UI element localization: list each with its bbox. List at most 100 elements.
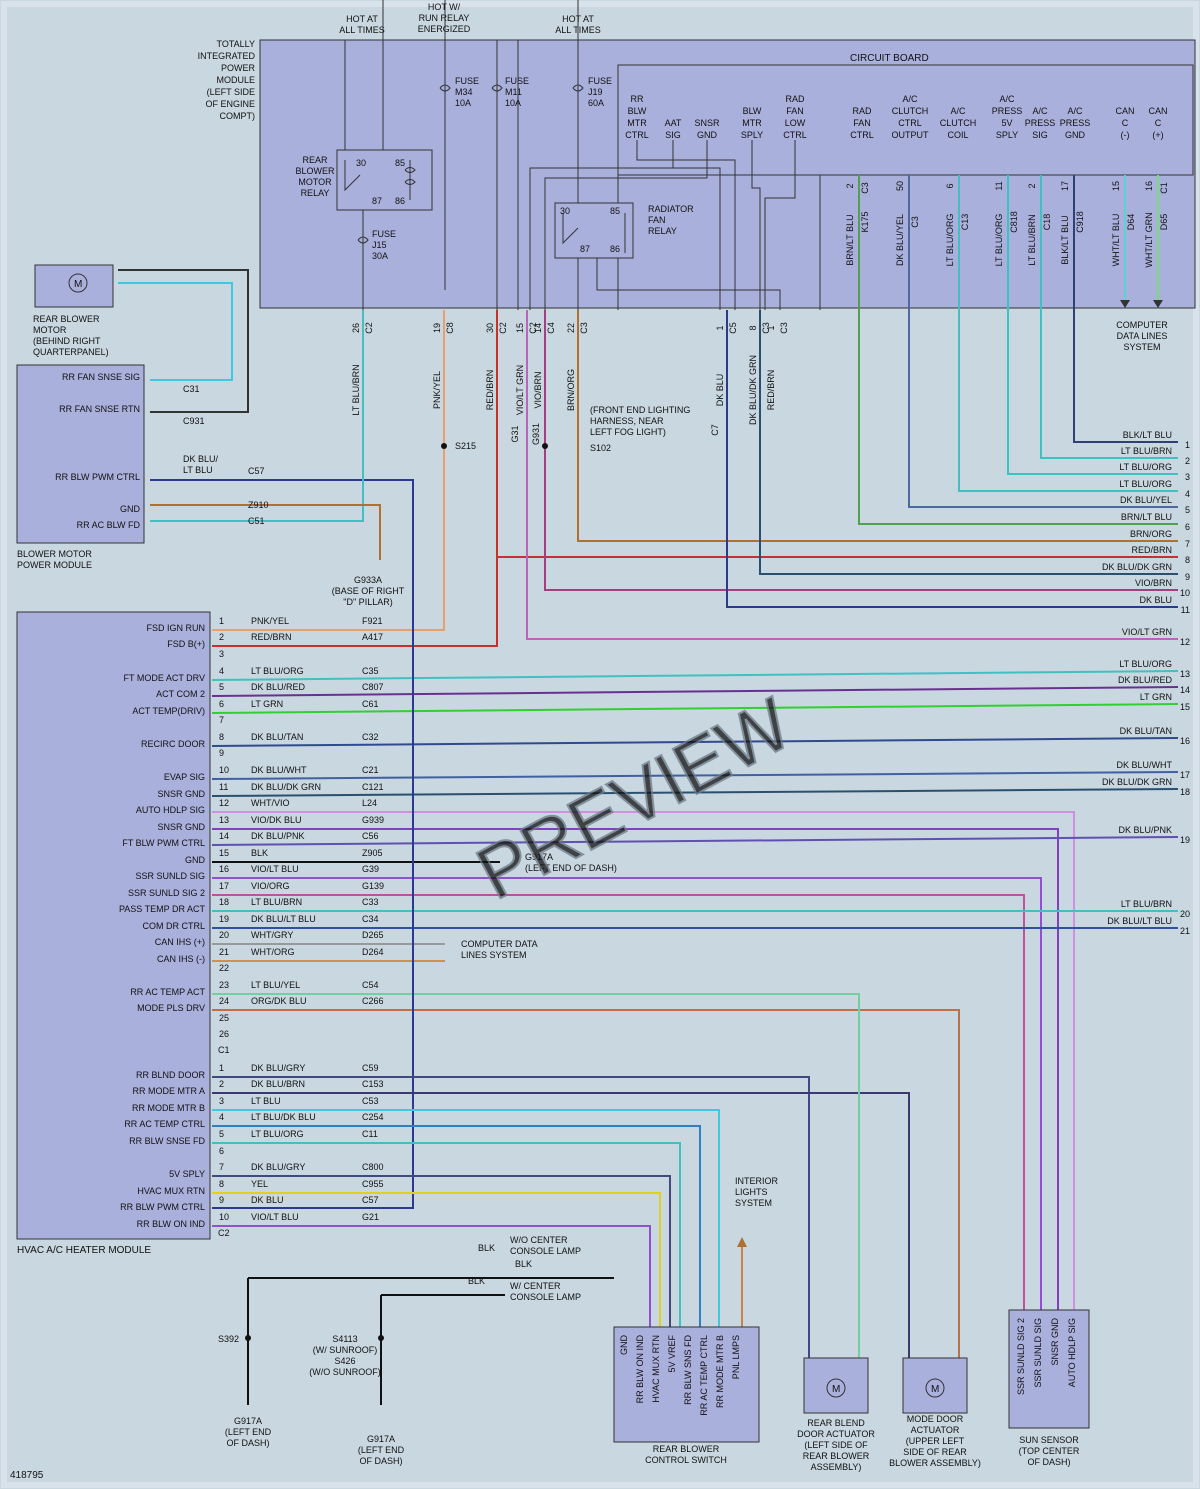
c1-pin-number: 18 bbox=[219, 897, 229, 907]
circuit-board-pin-label: BLW bbox=[628, 106, 647, 116]
circuit-board-pin-label: CTRL bbox=[783, 130, 807, 140]
actuator-label: ACTUATOR bbox=[911, 1425, 960, 1435]
c2-circuit-id: C153 bbox=[362, 1079, 384, 1089]
c1-pin-number: 14 bbox=[219, 831, 229, 841]
interior-lights-label: LIGHTS bbox=[735, 1187, 768, 1197]
circuit-board-pin-label: MTR bbox=[627, 118, 647, 128]
svg-text:30: 30 bbox=[356, 158, 366, 168]
harness-location-label: HARNESS, NEAR bbox=[590, 416, 664, 426]
c2-pin-number: 5 bbox=[219, 1129, 224, 1139]
c1-pin-number: 10 bbox=[219, 765, 229, 775]
circuit-board-pin-label: A/C bbox=[950, 106, 966, 116]
svg-text:M: M bbox=[931, 1384, 939, 1395]
svg-text:87: 87 bbox=[580, 244, 590, 254]
right-terminal-label: DK BLU/DK GRN bbox=[1102, 562, 1172, 572]
c1-pin-function: RECIRC DOOR bbox=[141, 739, 206, 749]
circuit-board-pin-label: FAN bbox=[786, 106, 804, 116]
c1-wire bbox=[211, 771, 1179, 780]
right-terminal-label: DK BLU/DK GRN bbox=[1102, 777, 1172, 787]
blower-module-label: POWER MODULE bbox=[17, 560, 92, 570]
connector-id: C2 bbox=[218, 1228, 230, 1238]
hot-at-all-times-label: HOT AT bbox=[346, 14, 378, 24]
fuse-label: M11 bbox=[505, 87, 522, 97]
sun-sensor-label: SUN SENSOR bbox=[1019, 1435, 1079, 1445]
ground-label: (BASE OF RIGHT bbox=[332, 586, 405, 596]
right-terminal-number: 9 bbox=[1185, 572, 1190, 582]
circuit-id: C7 bbox=[710, 424, 720, 436]
connector-pin-number: 2 bbox=[1027, 183, 1037, 188]
circuit-id: C31 bbox=[183, 384, 200, 394]
splice-label: S426 bbox=[334, 1356, 355, 1366]
circuit-board-pin-label: C bbox=[1122, 118, 1129, 128]
c1-circuit-id: C121 bbox=[362, 782, 384, 792]
c2-pin-function: 5V SPLY bbox=[169, 1169, 205, 1179]
c1-pin-function: RR AC TEMP ACT bbox=[130, 987, 205, 997]
computer-data-label: COMPUTER DATA bbox=[461, 939, 538, 949]
console-lamp-label: W/O CENTER bbox=[510, 1235, 568, 1245]
connector-pin-number: 1 bbox=[766, 325, 776, 330]
right-terminal-number: 4 bbox=[1185, 489, 1190, 499]
c2-circuit-id: G21 bbox=[362, 1212, 379, 1222]
right-terminal-number: 6 bbox=[1185, 522, 1190, 532]
rr-fan-sig-wire bbox=[118, 282, 233, 381]
tipm-label: (LEFT SIDE bbox=[207, 87, 255, 97]
dk-blu-trunk bbox=[150, 479, 414, 1209]
svg-text:M: M bbox=[832, 1384, 840, 1395]
wire-color-label: LT BLU/BRN bbox=[351, 364, 361, 415]
c1-pin-function: FSD B(+) bbox=[167, 639, 205, 649]
c1-circuit-id: C61 bbox=[362, 699, 379, 709]
motor-icon bbox=[925, 1378, 945, 1398]
c1-wire bbox=[211, 703, 1179, 714]
right-terminal-number: 17 bbox=[1180, 770, 1190, 780]
connector-pin-number: 26 bbox=[351, 323, 361, 333]
circuit-board-pin-label: GND bbox=[1065, 130, 1086, 140]
circuit-id: C931 bbox=[183, 416, 205, 426]
c2-wire bbox=[212, 1192, 661, 1327]
c1-pin-number: 23 bbox=[219, 980, 229, 990]
c2-wire bbox=[212, 1225, 651, 1327]
right-terminal-wire bbox=[1073, 310, 1178, 443]
circuit-id: G31 bbox=[510, 425, 520, 442]
right-terminal-label: DK BLU/TAN bbox=[1120, 726, 1172, 736]
circuit-board-pin-label: A/C bbox=[1032, 106, 1048, 116]
wire-color-label: RED/BRN bbox=[766, 370, 776, 411]
right-terminal-label: DK BLU bbox=[1139, 595, 1172, 605]
ground-label: OF DASH) bbox=[226, 1438, 269, 1448]
right-terminal-number: 16 bbox=[1180, 736, 1190, 746]
c1-circuit-id: L24 bbox=[362, 798, 377, 808]
c1-pin-number: 25 bbox=[219, 1013, 229, 1023]
fuse-label: J15 bbox=[372, 240, 387, 250]
c1-pin-function: GND bbox=[185, 855, 206, 865]
c2-wire bbox=[212, 1125, 701, 1327]
right-terminal-number: 15 bbox=[1180, 702, 1190, 712]
c1-circuit-id: F921 bbox=[362, 616, 383, 626]
wire-color-label: LT BLU/ORG bbox=[994, 214, 1004, 267]
lt-blu-brn-wire bbox=[150, 310, 364, 522]
c1-pin-function: ACT COM 2 bbox=[156, 689, 205, 699]
wire-color-label: VIO/BRN bbox=[533, 371, 543, 408]
actuator-label: DOOR ACTUATOR bbox=[797, 1429, 875, 1439]
c2-pin-number: 3 bbox=[219, 1096, 224, 1106]
c2-wire bbox=[212, 1142, 681, 1327]
ground-label: OF DASH) bbox=[359, 1456, 402, 1466]
wire-color-label: BLK bbox=[478, 1243, 495, 1253]
switch-pin-label: GND bbox=[619, 1335, 629, 1356]
c2-wire-color: LT BLU/ORG bbox=[251, 1129, 304, 1139]
c2-pin-function: RR BLW ON IND bbox=[137, 1219, 206, 1229]
c1-wire bbox=[211, 670, 1179, 681]
c1-wire-color: RED/BRN bbox=[251, 632, 292, 642]
hot-w-run-relay-label: HOT W/ bbox=[428, 2, 461, 12]
ground-label: G933A bbox=[354, 575, 382, 585]
c2-wire bbox=[212, 1175, 671, 1327]
switch-pin-label: RR BLW SNS FD bbox=[683, 1335, 693, 1405]
wire-color-label: BLK bbox=[468, 1276, 485, 1286]
ground-label: G917A bbox=[525, 852, 553, 862]
c2-wire-color: DK BLU/GRY bbox=[251, 1063, 305, 1073]
tipm-label: POWER bbox=[221, 63, 256, 73]
fuse-label: 60A bbox=[588, 98, 604, 108]
